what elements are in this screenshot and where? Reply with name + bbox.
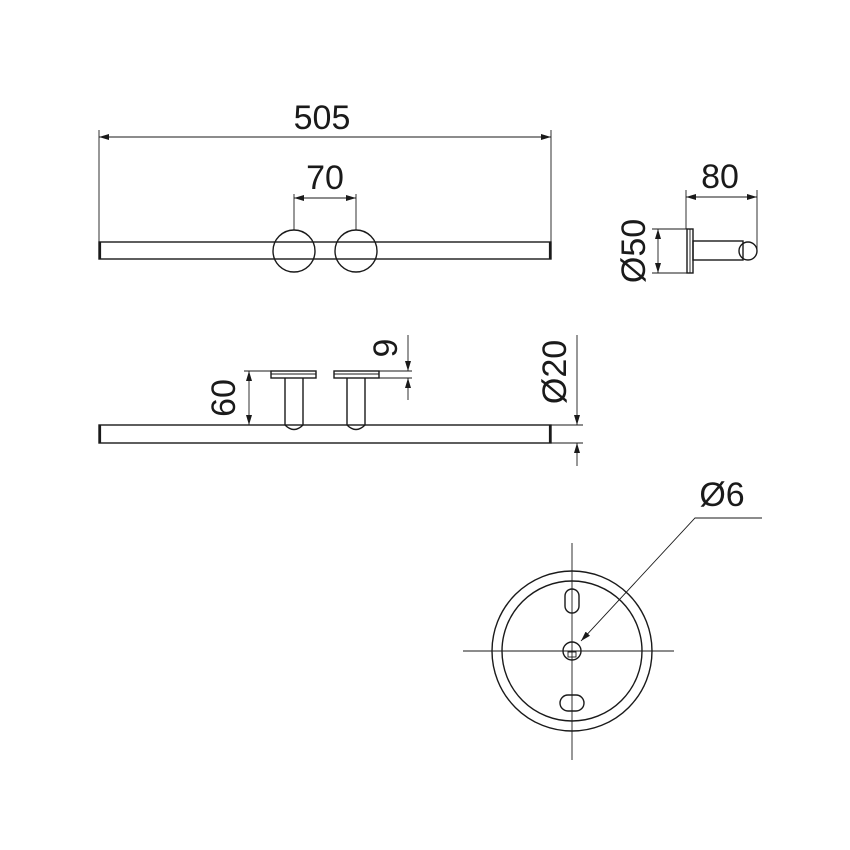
front-view: 505 70	[98, 99, 552, 273]
dimension-label-60: 60	[205, 379, 243, 417]
mount-plate-detail: Ø6	[463, 476, 762, 760]
dimension-label-80: 80	[701, 158, 739, 196]
mount-plate	[272, 229, 316, 273]
top-view: 60 9 Ø20	[98, 335, 583, 466]
dimension-label-9: 9	[367, 339, 405, 358]
towel-bar	[98, 241, 552, 260]
side-view: 80 Ø50	[615, 158, 758, 283]
dimension-label-6: Ø6	[699, 476, 744, 514]
dimension-label-70: 70	[306, 159, 344, 197]
mount-plate	[334, 229, 378, 273]
dimension-label-50: Ø50	[615, 219, 653, 283]
towel-bar	[98, 424, 552, 444]
dimension-label-505: 505	[294, 99, 351, 137]
dimension-label-20: Ø20	[536, 340, 574, 404]
